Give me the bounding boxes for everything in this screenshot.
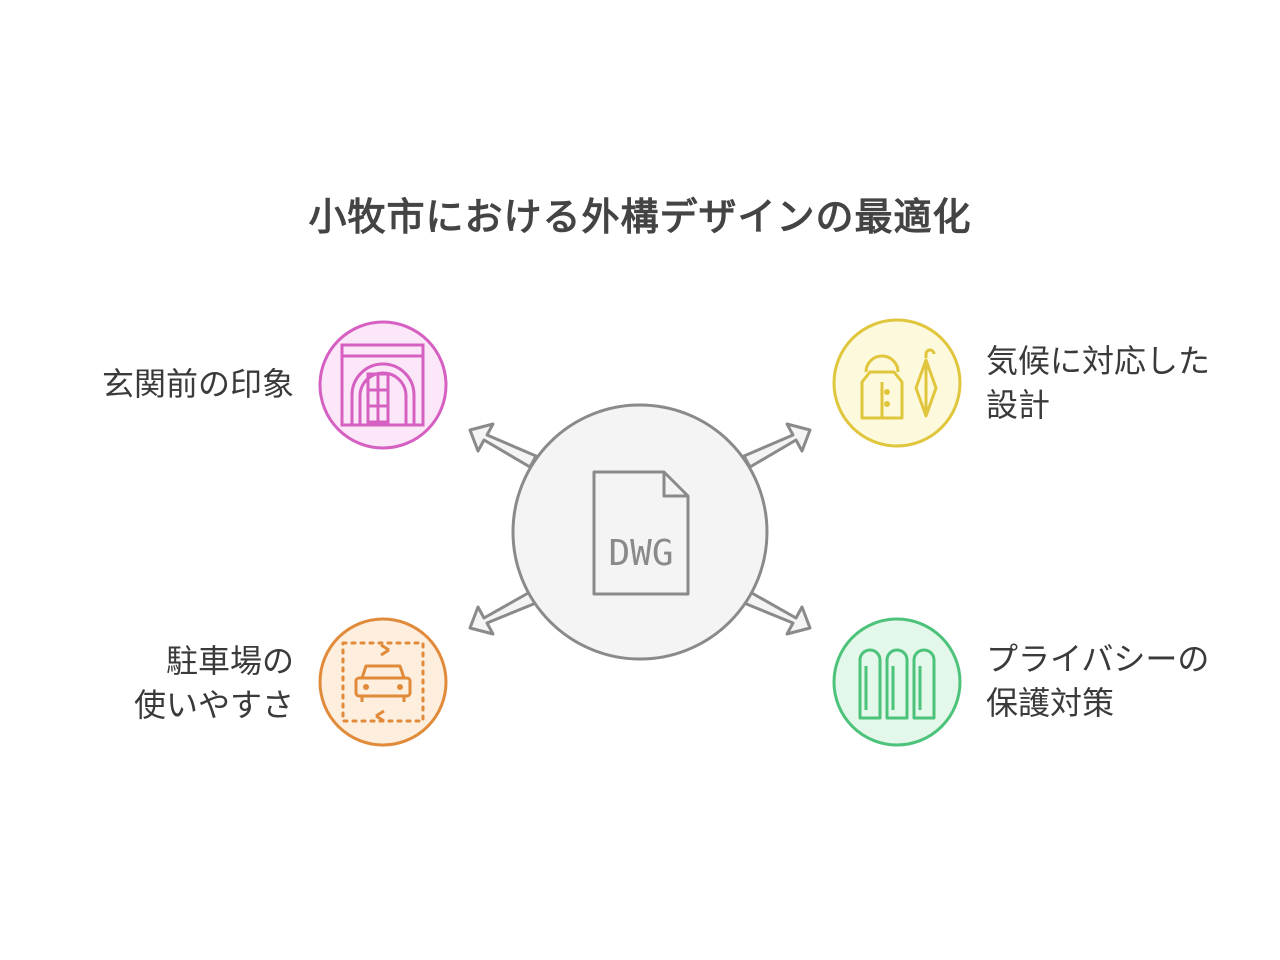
label-parking-usability: 駐車場の 使いやすさ xyxy=(134,639,294,727)
label-line: 駐車場の xyxy=(165,642,294,680)
privacy-circle xyxy=(832,617,962,747)
fence-icon xyxy=(858,648,936,720)
arrow-bottom-left xyxy=(468,590,538,636)
label-line: 保護対策 xyxy=(986,684,1115,722)
label-privacy-protection: プライバシーの 保護対策 xyxy=(986,637,1209,725)
entrance-door-icon xyxy=(340,343,425,427)
label-line: 気候に対応した xyxy=(986,342,1211,380)
parking-circle xyxy=(318,617,448,747)
label-climate-design: 気候に対応した 設計 xyxy=(986,339,1210,427)
arrow-top-left xyxy=(468,422,538,469)
dwg-file-icon xyxy=(592,470,690,596)
center-circle xyxy=(511,403,769,661)
label-entrance-impression: 玄関前の印象 xyxy=(102,362,294,406)
label-line: 使いやすさ xyxy=(133,686,294,724)
diagram-title: 小牧市における外構デザインの最適化 xyxy=(308,195,972,239)
label-line: プライバシーの xyxy=(986,640,1210,678)
parking-car-icon xyxy=(341,641,425,723)
climate-circle xyxy=(832,318,962,448)
dwg-label: DWG xyxy=(608,533,673,574)
arrow-top-right xyxy=(742,422,812,469)
raincoat-umbrella-icon xyxy=(860,348,938,420)
label-line: 玄関前の印象 xyxy=(101,365,294,403)
arrow-bottom-right xyxy=(742,590,812,636)
label-line: 設計 xyxy=(986,386,1051,424)
entrance-circle xyxy=(318,320,448,450)
